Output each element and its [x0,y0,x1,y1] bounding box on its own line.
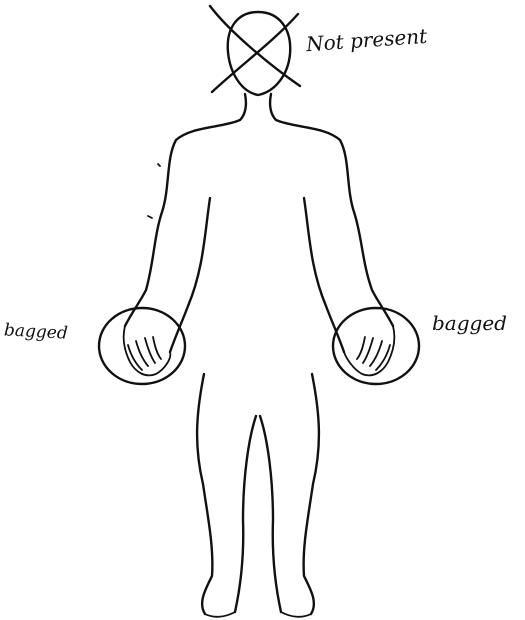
left-foot [205,612,235,617]
right-hand [344,326,394,375]
body-outline [125,94,393,326]
head-cross-mark [210,6,300,92]
right-hand-annotation: bagged [432,313,507,333]
stray-mark [148,164,160,218]
torso-left-side [170,198,210,352]
left-hand-annotation: bagged [4,322,69,342]
right-hand-circle [333,308,419,384]
legs-outline [197,374,319,614]
right-foot [281,612,311,617]
left-hand [124,326,171,375]
